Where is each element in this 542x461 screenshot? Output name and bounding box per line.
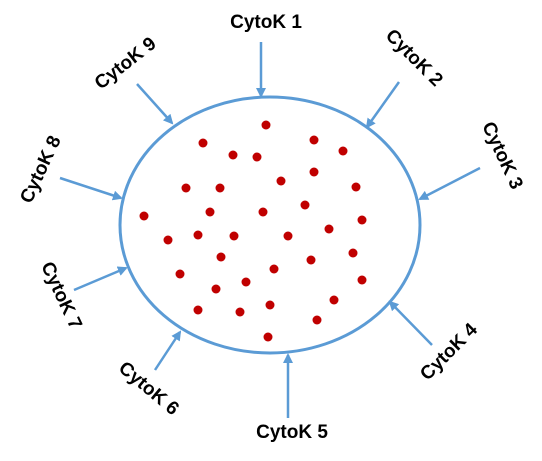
arrow-cytok-9 [136,83,174,125]
dot [324,224,334,234]
dot [139,211,149,221]
intracellular-dots [139,120,367,342]
dot [235,307,245,317]
dot [357,275,367,285]
dot [265,300,275,310]
dot [211,284,221,294]
dot [229,231,239,241]
dot [276,176,286,186]
dot [300,200,310,210]
dot [215,183,225,193]
cell-boundary [118,95,422,355]
dot [309,135,319,145]
arrow-cytok-8 [59,176,123,201]
arrow-cytok-4 [388,300,433,346]
dot [205,207,215,217]
label-cytok-5: CytoK 5 [256,422,328,443]
dot [181,183,191,193]
label-cytok-3: CytoK 3 [477,119,526,193]
label-cytok-2: CytoK 2 [381,25,447,91]
dot [338,146,348,156]
label-cytok-1: CytoK 1 [230,12,302,33]
dot [306,255,316,265]
dot [351,182,361,192]
arrow-cytok-7 [73,266,128,292]
dot [263,332,273,342]
label-cytok-9: CytoK 9 [91,33,161,94]
dot [312,315,322,325]
dot [258,207,268,217]
dot [283,231,293,241]
dot [163,235,173,245]
labels: CytoK 1 CytoK 2 CytoK 3 CytoK 4 CytoK 5 … [16,12,526,443]
dot [193,305,203,315]
dot [216,252,226,262]
dot [241,277,251,287]
label-cytok-6: CytoK 6 [114,358,182,420]
arrow-cytok-6 [153,330,182,371]
dot [193,230,203,240]
arrow-cytok-3 [418,166,481,201]
label-cytok-4: CytoK 4 [416,319,482,385]
dot [198,138,208,148]
dot [269,264,279,274]
dot [261,120,271,130]
dot [357,215,367,225]
dot [175,269,185,279]
label-cytok-7: CytoK 7 [36,259,85,333]
dot [348,248,358,258]
dot [228,150,238,160]
dot [329,295,339,305]
label-cytok-8: CytoK 8 [16,133,65,207]
dot [309,167,319,177]
arrow-cytok-2 [365,81,401,129]
dot [252,152,262,162]
arrows [59,42,481,418]
